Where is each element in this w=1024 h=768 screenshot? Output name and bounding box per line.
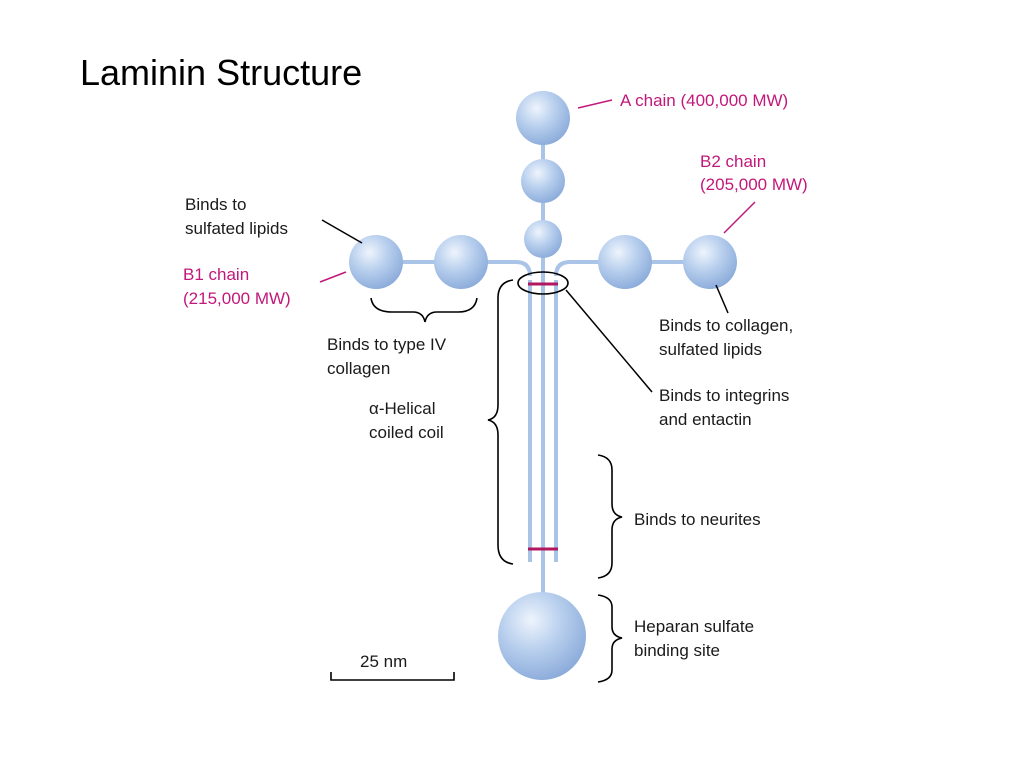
type-iv-label-line1: Binds to type IV	[327, 335, 447, 354]
helical-coil-brace	[487, 279, 514, 565]
a-chain-leader	[577, 99, 613, 109]
b1-chain-leader	[319, 271, 347, 283]
a-chain-globule-top	[516, 91, 570, 145]
neurites-label: Binds to neurites	[634, 510, 761, 529]
b2-chain-globule-outer	[683, 235, 737, 289]
a-chain-globule-middle	[521, 159, 565, 203]
heparan-brace	[597, 594, 623, 683]
scale-bar-label: 25 nm	[360, 652, 407, 671]
integrins-label-line1: Binds to integrins	[659, 386, 789, 405]
b1-chain-globule-outer	[349, 235, 403, 289]
collagen-lipids-leader	[715, 284, 729, 314]
heparan-label-line2: binding site	[634, 641, 720, 660]
heparan-label-line1: Heparan sulfate	[634, 617, 754, 636]
b2-chain-leader	[723, 201, 756, 234]
sulfated-lipids-label-line1: Binds to	[185, 195, 246, 214]
b1-chain-label-line2: (215,000 MW)	[183, 289, 291, 308]
heparan-globule	[498, 592, 586, 680]
type-iv-label-line2: collagen	[327, 359, 390, 378]
sulfated-lipids-label-line2: sulfated lipids	[185, 219, 288, 238]
a-chain-globule-lower	[524, 220, 562, 258]
b2-chain-label-line2: (205,000 MW)	[700, 175, 808, 194]
integrins-label-line2: and entactin	[659, 410, 752, 429]
scale-bar	[330, 672, 455, 681]
b2-chain-label-line1: B2 chain	[700, 152, 766, 171]
helical-label-line1: α-Helical	[369, 399, 436, 418]
b1-chain-label-line1: B1 chain	[183, 265, 249, 284]
integrin-site-ellipse	[517, 271, 569, 295]
collagen-lipids-label-line1: Binds to collagen,	[659, 316, 793, 335]
b1-chain-globule-inner	[434, 235, 488, 289]
sulfated-lipids-leader	[321, 219, 363, 244]
helical-label-line2: coiled coil	[369, 423, 444, 442]
slide-title: Laminin Structure	[80, 52, 363, 93]
b2-chain-globule-inner	[598, 235, 652, 289]
a-chain-label: A chain (400,000 MW)	[620, 91, 788, 110]
type-iv-brace	[370, 297, 478, 323]
neurites-brace	[597, 454, 623, 579]
integrins-leader	[565, 289, 653, 393]
collagen-lipids-label-line2: sulfated lipids	[659, 340, 762, 359]
